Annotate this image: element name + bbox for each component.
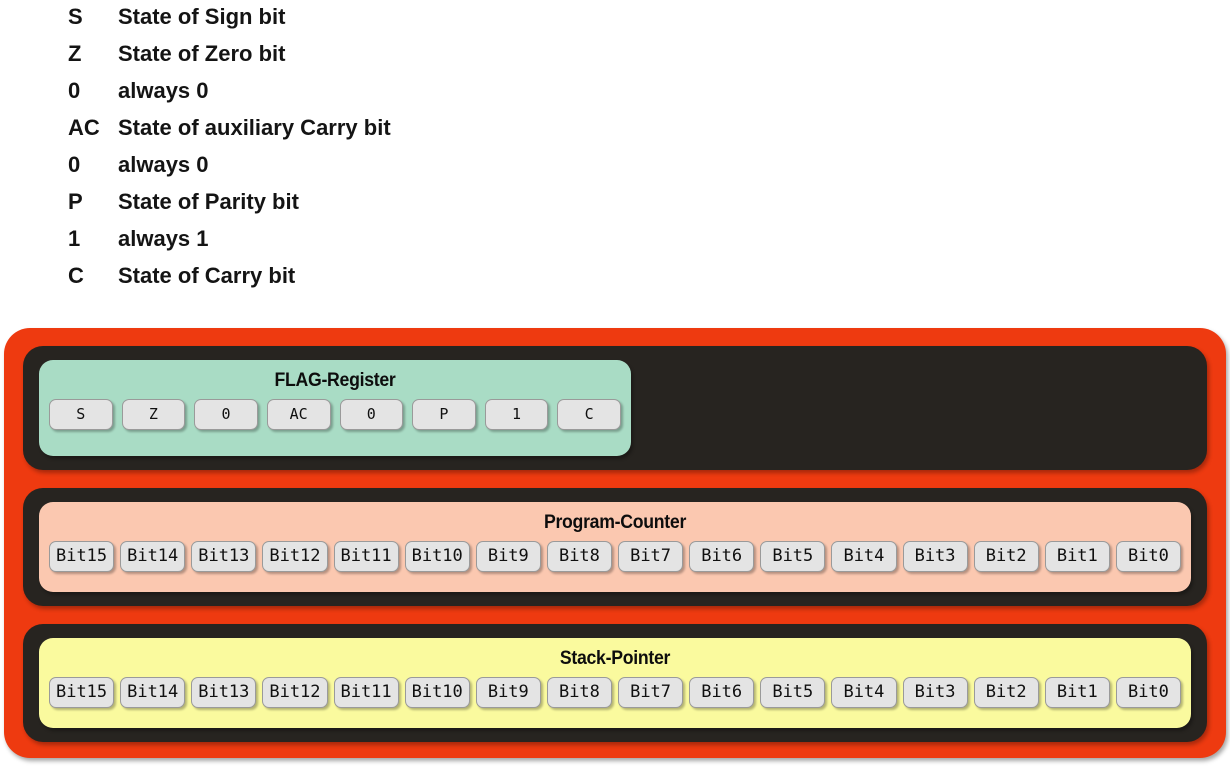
stack-pointer-bit-cell[interactable]: Bit6 <box>689 677 755 708</box>
stack-pointer-bit-cell[interactable]: Bit8 <box>546 677 612 708</box>
stack-pointer-bit-cell[interactable]: Bit15 <box>49 677 115 708</box>
program-counter-bit-cell[interactable]: Bit2 <box>973 541 1039 572</box>
program-counter-bit-cell[interactable]: Bit10 <box>404 541 470 572</box>
stack-pointer-bit-cell[interactable]: Bit9 <box>475 677 541 708</box>
flag-register-bit-cell[interactable]: 0 <box>339 399 404 430</box>
stack-pointer-bit-cell[interactable]: Bit13 <box>191 677 257 708</box>
flag-register-bit-cell[interactable]: 1 <box>484 399 549 430</box>
legend-description: always 0 <box>118 78 209 103</box>
legend-row: 1 always 1 <box>0 226 1230 263</box>
legend-abbr: 1 <box>68 226 81 251</box>
stack-pointer-bit-cell[interactable]: Bit11 <box>333 677 399 708</box>
program-counter-bit-cell[interactable]: Bit15 <box>49 541 115 572</box>
flag-register-bit-cell[interactable]: C <box>557 399 621 430</box>
program-counter-bit-cell[interactable]: Bit11 <box>333 541 399 572</box>
program-counter-bit-cell[interactable]: Bit13 <box>191 541 257 572</box>
program-counter-bit-cell[interactable]: Bit0 <box>1115 541 1181 572</box>
legend-row: 0 always 0 <box>0 78 1230 115</box>
program-counter-bit-cell[interactable]: Bit4 <box>831 541 897 572</box>
stack-pointer-bit-cell[interactable]: Bit12 <box>262 677 328 708</box>
legend-description: always 1 <box>118 226 209 251</box>
stack-pointer-bit-cell[interactable]: Bit4 <box>831 677 897 708</box>
legend-description: State of auxiliary Carry bit <box>118 115 391 140</box>
legend-description: State of Parity bit <box>118 189 299 214</box>
legend-row: 0 always 0 <box>0 152 1230 189</box>
flag-bit-legend: S State of Sign bit Z State of Zero bit … <box>0 4 1230 300</box>
legend-row: AC State of auxiliary Carry bit <box>0 115 1230 152</box>
stack-pointer-bit-cell[interactable]: Bit2 <box>973 677 1039 708</box>
stack-pointer-bit-cell[interactable]: Bit10 <box>404 677 470 708</box>
flag-register-bit-cell[interactable]: 0 <box>194 399 258 430</box>
program-counter-bit-cell[interactable]: Bit1 <box>1044 541 1110 572</box>
flag-register-bit-cell[interactable]: Z <box>121 399 186 430</box>
stack-pointer-bit-cell[interactable]: Bit5 <box>760 677 826 708</box>
stack-pointer-bit-cell[interactable]: Bit7 <box>618 677 684 708</box>
legend-description: State of Zero bit <box>118 41 286 66</box>
program-counter-bit-cell[interactable]: Bit5 <box>760 541 826 572</box>
legend-row: S State of Sign bit <box>0 4 1230 41</box>
legend-row: C State of Carry bit <box>0 263 1230 300</box>
legend-abbr: S <box>68 4 83 29</box>
program-counter-bit-cell[interactable]: Bit8 <box>546 541 612 572</box>
flag-register-bit-cell[interactable]: S <box>49 399 113 430</box>
legend-abbr: C <box>68 263 84 288</box>
legend-description: State of Sign bit <box>118 4 286 29</box>
program-counter-bit-cell[interactable]: Bit9 <box>475 541 541 572</box>
legend-description: State of Carry bit <box>118 263 296 288</box>
stack-pointer-bit-cell[interactable]: Bit0 <box>1115 677 1181 708</box>
stack-pointer-bit-cell[interactable]: Bit14 <box>120 677 186 708</box>
legend-abbr: Z <box>68 41 82 66</box>
program-counter-bit-cell[interactable]: Bit6 <box>689 541 755 572</box>
stack-pointer-bit-cell[interactable]: Bit3 <box>902 677 968 708</box>
program-counter-bit-cell[interactable]: Bit12 <box>262 541 328 572</box>
legend-abbr: 0 <box>68 152 81 177</box>
program-counter-title: Program-Counter <box>543 512 687 533</box>
stack-pointer-title: Stack-Pointer <box>559 648 671 669</box>
program-counter-bit-cell[interactable]: Bit14 <box>120 541 186 572</box>
legend-abbr: 0 <box>68 78 81 103</box>
flag-register-bit-cell[interactable]: AC <box>266 399 331 430</box>
flag-register-bit-cell[interactable]: P <box>412 399 476 430</box>
legend-description: always 0 <box>118 152 209 177</box>
legend-abbr: P <box>68 189 83 214</box>
stack-pointer-bit-cell[interactable]: Bit1 <box>1044 677 1110 708</box>
legend-abbr: AC <box>68 115 100 140</box>
legend-row: Z State of Zero bit <box>0 41 1230 78</box>
flag-register-title: FLAG-Register <box>274 370 396 391</box>
legend-row: P State of Parity bit <box>0 189 1230 226</box>
program-counter-bit-cell[interactable]: Bit7 <box>618 541 684 572</box>
program-counter-bit-cell[interactable]: Bit3 <box>902 541 968 572</box>
